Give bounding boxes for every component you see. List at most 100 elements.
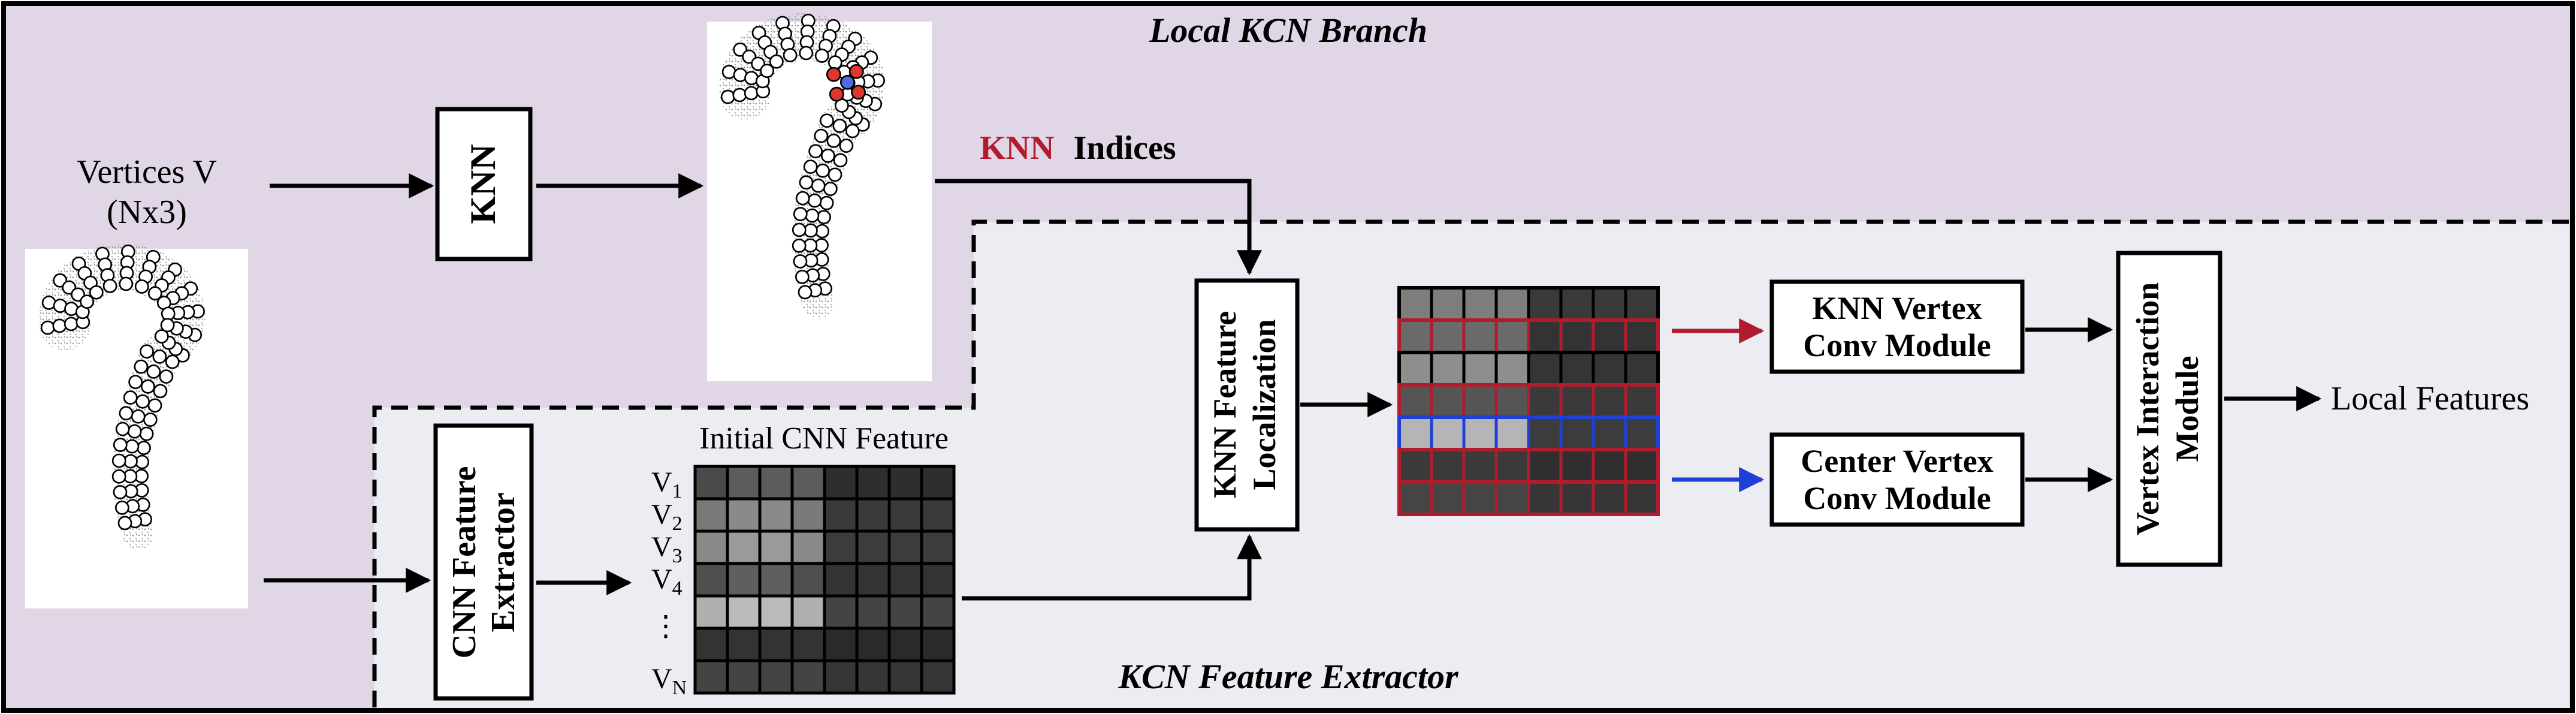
feature-cell [758, 626, 794, 662]
feature-cell [758, 562, 794, 598]
vertex-circle [147, 286, 162, 301]
vertex-circle [792, 238, 807, 253]
arrow-indices-to-localization [935, 179, 1262, 276]
feature-cell [726, 529, 762, 565]
feature-cell [790, 562, 826, 598]
knn-indices-knn-word: KNN [980, 129, 1054, 167]
vertex-circle [113, 485, 128, 499]
localized-cell [1462, 286, 1498, 322]
knn-conv-box [1769, 279, 2025, 374]
localized-cell [1591, 351, 1627, 387]
localized-cell [1430, 480, 1466, 516]
localized-cell [1527, 480, 1563, 516]
knn-conv-label-line1: KNN Vertex [1812, 290, 1982, 326]
feature-cell [823, 529, 859, 565]
neighbor-vertex [848, 64, 864, 79]
feature-cell [920, 465, 956, 501]
feature-cell [693, 497, 729, 533]
localized-cell [1494, 351, 1530, 387]
localized-cell [1397, 286, 1433, 322]
feature-cell [790, 659, 826, 695]
vertex-circle [720, 89, 735, 104]
vertex-circle [823, 182, 838, 196]
localized-feature-grid [1397, 286, 1660, 516]
localized-cell [1430, 383, 1466, 419]
localized-cell [1397, 351, 1433, 387]
feature-cell [693, 594, 729, 630]
row-label: ⋮ [651, 610, 680, 642]
vertex-circle [798, 285, 813, 300]
vertex-circle [795, 269, 810, 284]
vertex-circle [80, 294, 95, 309]
vertex-circle [820, 148, 835, 163]
vertex-circle [40, 320, 55, 335]
localization-box [1194, 278, 1300, 532]
vertex-circle [816, 163, 830, 178]
row-label: VN [651, 663, 687, 699]
feature-cell [726, 465, 762, 501]
feature-cell [758, 497, 794, 533]
feature-cell [693, 465, 729, 501]
localized-cell [1430, 318, 1466, 354]
vertex-circle [146, 364, 161, 379]
localized-cell [1527, 448, 1563, 484]
feature-cell [790, 465, 826, 501]
vertex-circle [808, 144, 823, 159]
vertex-circle [127, 424, 142, 439]
feature-cell [887, 626, 923, 662]
feature-cell [726, 594, 762, 630]
vertex-circle [832, 119, 847, 133]
vertex-circle [814, 49, 829, 63]
localized-cell [1462, 448, 1498, 484]
localization-label-line1: KNN Feature [1207, 311, 1243, 498]
feature-cell [790, 594, 826, 630]
vertex-circle [799, 175, 814, 190]
vertex-circle [793, 207, 808, 221]
feature-cell [887, 562, 923, 598]
localized-cell [1430, 448, 1466, 484]
interaction-label-line1: Vertex Interaction [2130, 282, 2166, 535]
vertex-circle [803, 159, 818, 174]
feature-cell [758, 465, 794, 501]
feature-cell [758, 594, 794, 630]
feature-cell [855, 594, 891, 630]
knn-neighbor-shape [719, 13, 886, 320]
localized-cell [1462, 415, 1498, 451]
row-label-sub: 2 [672, 513, 682, 535]
neighbor-vertex [829, 86, 844, 102]
localization-label-line2: Localization [1246, 320, 1282, 490]
row-label: V4 [651, 564, 682, 599]
feature-cell [790, 626, 826, 662]
vertex-circle [732, 88, 747, 103]
arrow-feature-to-localization [962, 534, 1262, 601]
vertex-circle [159, 369, 174, 384]
vertex-circles [720, 13, 885, 300]
vertex-circle [807, 193, 822, 208]
localized-cell [1559, 480, 1595, 516]
vertex-circle [792, 222, 807, 237]
initial-feature-title: Initial CNN Feature [699, 421, 949, 456]
localized-cell [1494, 383, 1530, 419]
row-label-sub: 4 [672, 577, 682, 599]
localized-cell [1430, 286, 1466, 322]
localized-cell [1559, 448, 1595, 484]
localized-row-border [1397, 480, 1660, 516]
localized-cell [1591, 383, 1627, 419]
vertex-circle [819, 195, 834, 210]
feature-cell [887, 529, 923, 565]
vertex-circle [147, 398, 162, 413]
localized-cell [1397, 448, 1433, 484]
initial-feature-grid [693, 465, 956, 695]
feature-cell [920, 562, 956, 598]
feature-cell [855, 529, 891, 565]
feature-cell [790, 497, 826, 533]
localized-cell [1494, 448, 1530, 484]
localized-cell [1527, 383, 1563, 419]
localized-cell [1527, 415, 1563, 451]
localized-cell [1397, 415, 1433, 451]
vertex-circle [153, 384, 168, 399]
row-label: V3 [651, 531, 682, 567]
feature-cell [855, 465, 891, 501]
localized-cell [1462, 351, 1498, 387]
